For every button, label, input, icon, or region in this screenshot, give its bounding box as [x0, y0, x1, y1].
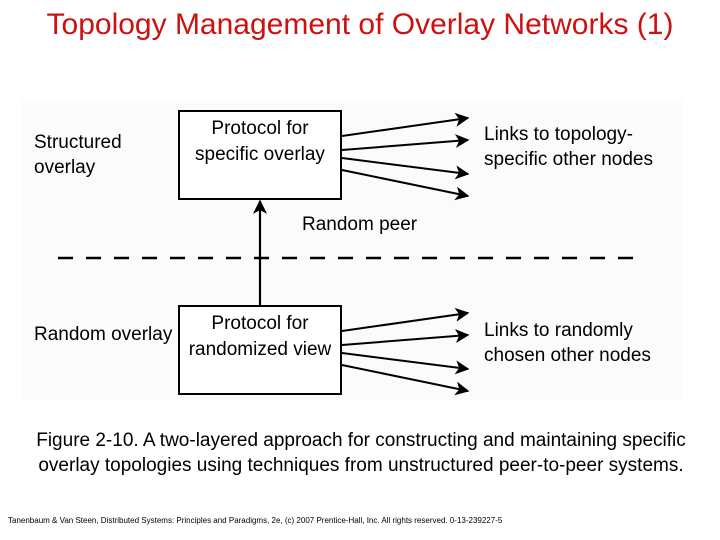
label-links-to-topology-specific-nodes: Links to topology-specific other nodes [484, 124, 653, 170]
topology-links-arrows [341, 112, 470, 201]
copyright-footer: Tanenbaum & Van Steen, Distributed Syste… [8, 516, 503, 525]
label-random-peer: Random peer [302, 214, 418, 235]
box-protocol-specific-overlay: Protocol for specific overlay [178, 110, 342, 200]
label-random-overlay: Random overlay [34, 324, 173, 345]
page-title: Topology Management of Overlay Networks … [46, 8, 674, 41]
label-links-to-randomly-chosen-nodes: Links to randomly chosen other nodes [484, 320, 651, 366]
box-protocol-randomized-view: Protocol for randomized view [178, 305, 342, 395]
diagram-vector-layer [58, 112, 646, 396]
figure-caption: Figure 2-10. A two-layered approach for … [36, 430, 686, 476]
label-structured-overlay: Structured overlay [34, 132, 122, 178]
random-links-arrows [341, 307, 470, 396]
figure-image: Protocol for specific overlay Protocol f… [22, 100, 682, 400]
